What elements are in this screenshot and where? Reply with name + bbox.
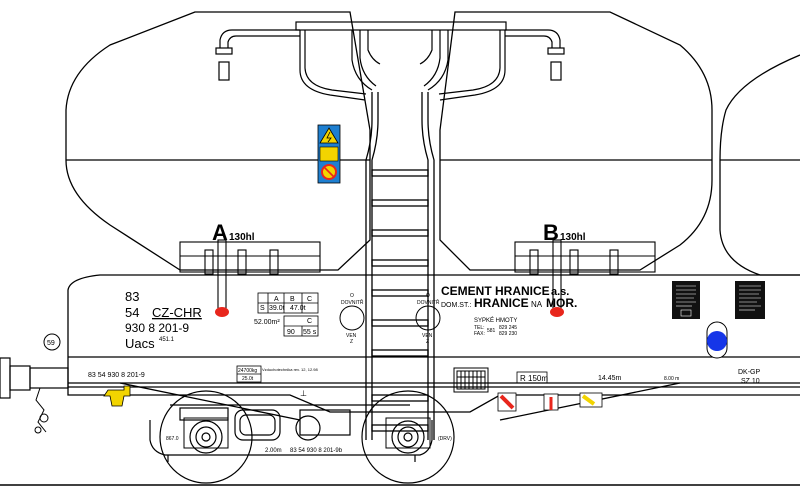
circle-59 — [43, 333, 61, 351]
bogie-axle-dist: 2.00m — [265, 448, 282, 454]
brake-code: DK-GP — [738, 369, 761, 376]
owner-fax-label: FAX: — [474, 331, 485, 337]
load-s: S — [260, 305, 265, 312]
hopper-next — [719, 54, 800, 276]
weight-top: 24700kg — [238, 368, 257, 374]
owner-area-code: 581 — [487, 328, 496, 334]
lever-yellow — [579, 392, 603, 408]
coupler-hook-icon — [103, 385, 131, 407]
fill-pipes — [215, 29, 565, 81]
owner-company: CEMENT HRANICE — [441, 284, 550, 298]
valve-right-in: DOVNITŘ — [417, 298, 440, 306]
valve-right-o: O — [426, 293, 430, 299]
hopper-right — [439, 11, 713, 271]
owner-domst: DOM.ST.: — [441, 302, 471, 309]
hopper-a-letter: A — [212, 220, 228, 245]
owner-city-mor: MOR. — [546, 296, 577, 310]
valve-left: O DOVNITŘ VEN Z — [339, 293, 365, 345]
bogie-dim-left: 867.0 — [166, 436, 179, 442]
data-plate-right-lines — [739, 285, 761, 311]
reg-line3: 930 8 201-9 — [125, 321, 189, 335]
weight-box — [236, 365, 262, 383]
wheel-right — [361, 390, 455, 484]
arrow-mark: ⊥ — [300, 389, 307, 398]
bogie-dim-right: (DRV) — [438, 436, 452, 442]
coupling-chain — [34, 387, 49, 434]
lever-red-mid — [543, 393, 559, 411]
hopper-b-letter: B — [543, 220, 559, 245]
load-table — [257, 292, 319, 337]
valve-left-out: VEN — [346, 333, 357, 339]
buffer — [0, 357, 69, 399]
wheel-left — [159, 390, 253, 484]
red-marker-left — [215, 307, 229, 317]
ladder-icon — [365, 92, 435, 440]
warning-signs — [317, 124, 341, 184]
valve-left-in: DOVNITŘ — [341, 298, 364, 306]
load-area: 52.00m² — [254, 319, 280, 326]
tail-lamp-icon — [707, 331, 727, 351]
load-b-val: 47.0t — [290, 305, 306, 312]
owner-company-suffix: a.s. — [551, 286, 569, 298]
circle-59-text: 59 — [47, 340, 55, 347]
hopper-b-volume: 130hl — [560, 232, 586, 243]
load-55: 55 s — [303, 329, 317, 336]
load-c: C — [307, 296, 312, 303]
load-s-val: 39.0t — [269, 305, 285, 312]
high-voltage-warning-icon — [319, 127, 339, 144]
owner-tel: 829 245 — [499, 325, 517, 331]
reg-line4: Uacs — [125, 336, 155, 351]
data-plate-left — [672, 281, 700, 319]
load-90: 90 — [287, 329, 295, 336]
reg-line1: 83 — [125, 289, 139, 304]
owner-goods: SYPKÉ HMOTY — [474, 317, 517, 324]
data-plate-left-lines — [676, 285, 696, 317]
load-b: B — [290, 296, 295, 303]
valve-left-z: Z — [350, 339, 353, 345]
weight-bottom: 25.0t — [242, 376, 254, 382]
registration-block: 83 54 CZ-CHR 930 8 201-9 Uacs 451.1 — [125, 289, 202, 351]
bogie-number: 83 54 930 8 201-9b — [290, 448, 343, 454]
owner-tel-label: TEL: — [474, 325, 485, 331]
load-c2: C — [307, 318, 312, 325]
owner-city: HRANICE — [474, 296, 529, 310]
reg-line4-sup: 451.1 — [159, 337, 175, 343]
grille-icon — [453, 367, 489, 393]
revision-note: Vzduchotechnika rev. 12, 12.98 — [262, 367, 319, 372]
owner-city-na: NA — [531, 300, 543, 309]
dist-14: 14.45m — [598, 375, 622, 382]
catwalk-frame — [295, 21, 507, 101]
outlet-right — [514, 239, 656, 311]
owner-fax: 829 230 — [499, 331, 517, 337]
axle-boxes — [183, 417, 431, 449]
reg-country: CZ-CHR — [152, 305, 202, 320]
valve-right: O DOVNITŘ VEN Z — [415, 293, 441, 345]
red-marker-right — [550, 307, 564, 317]
owner-block: CEMENT HRANICE a.s. DOM.ST.: HRANICE NA … — [441, 284, 577, 337]
valve-right-z: Z — [426, 339, 429, 345]
load-a: A — [274, 296, 279, 303]
data-plate-right — [735, 281, 765, 319]
valve-left-o: O — [350, 293, 354, 299]
bogie — [149, 404, 433, 462]
r150-box — [516, 371, 548, 384]
hopper-a-volume: 130hl — [229, 232, 255, 243]
reg-line2: 54 — [125, 305, 139, 320]
brake-sub: SZ 10 — [741, 378, 760, 385]
lever-red-left — [497, 392, 517, 412]
r150-text: R 150m — [520, 374, 548, 383]
valve-right-out: VEN — [422, 333, 433, 339]
dist-8: 8.00 m — [664, 376, 679, 382]
frame-number-left: 83 54 930 8 201-9 — [88, 372, 145, 379]
